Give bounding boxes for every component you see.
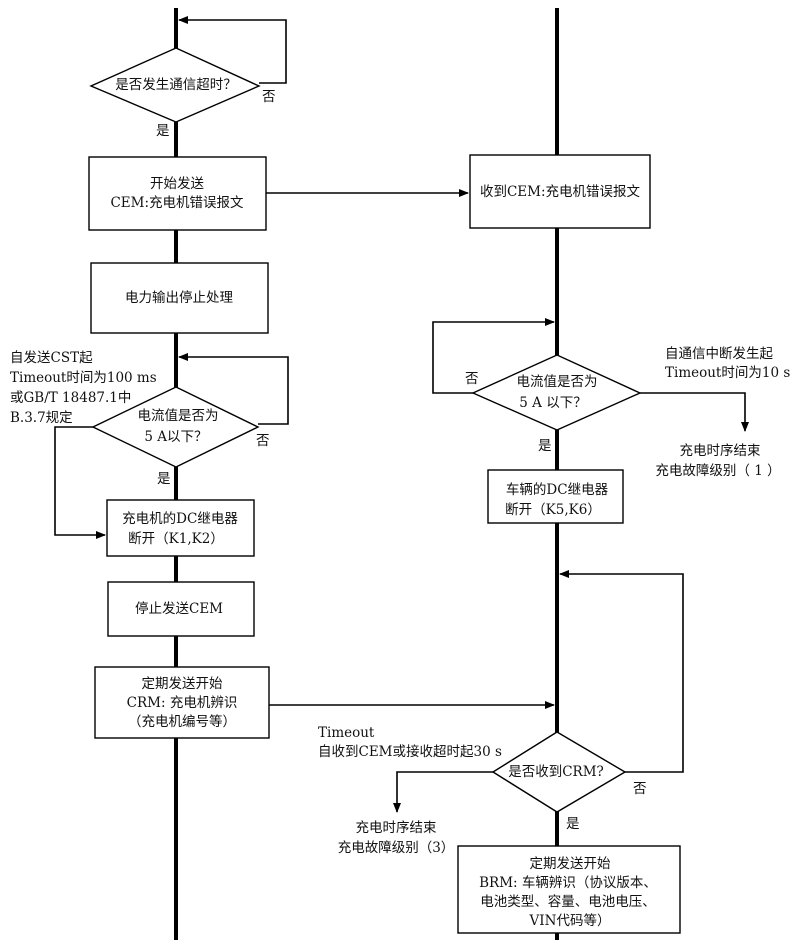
current-right-no-loop: [432, 318, 555, 394]
vehicle-relay-line1: 车辆的DC继电器: [505, 482, 609, 498]
timeout-bypass-arrow: [54, 426, 106, 539]
cst-note-line1: 自发送CST起: [10, 350, 93, 366]
end1-line2: 充电故障级别（ 1 ）: [655, 463, 781, 479]
brm-box: [457, 845, 681, 934]
end1-line1: 充电时序结束: [679, 443, 761, 459]
vehicle-relay-line2: 断开（K5,K6）: [505, 502, 601, 518]
decision-timeout-shape: [89, 47, 261, 123]
recv-cem-label: 收到CEM:充电机错误报文: [479, 184, 641, 200]
brm-line2: BRM: 车辆辨识（协议版本、: [479, 875, 657, 891]
send-cem-line2: CEM:充电机错误报文: [110, 195, 244, 211]
cst-note-line3: 或GB/T 18487.1中: [10, 390, 132, 406]
current-right-line2: 5 A 以下？: [519, 395, 587, 411]
charger-relay-box: [106, 499, 255, 557]
decision-timeout-label: 是否发生通信超时？: [115, 77, 237, 93]
recv-cem-box: [469, 154, 651, 229]
comm-note-line1: 自通信中断发生起: [665, 346, 773, 362]
timeout30-note-line1: Timeout: [318, 725, 375, 741]
power-stop-label: 电力输出停止处理: [125, 290, 233, 306]
crm-no-loop: [559, 570, 684, 773]
decision-current-right-shape: [471, 354, 642, 431]
current-right-no-label: 否: [465, 371, 479, 387]
stop-cem-label: 停止发送CEM: [134, 601, 224, 617]
crm-timeout-arrow: [393, 771, 493, 813]
current-left-no-loop: [178, 353, 289, 425]
send-cem-line1: 开始发送: [150, 176, 204, 192]
crm-box-line2: CRM: 充电机辨识: [126, 695, 238, 711]
timeout-no-label: 否: [262, 89, 276, 105]
current-left-line2: 5 A以下？: [144, 429, 208, 445]
end3-line1: 充电时序结束: [355, 820, 437, 836]
current-right-yes-label: 是: [538, 438, 552, 454]
decision-crm-shape: [491, 731, 627, 813]
cst-note-line2: Timeout时间为100 ms: [10, 370, 157, 386]
comm-note-line2: Timeout时间为10 s: [665, 365, 791, 381]
brm-line3: 电池类型、容量、电池电压、: [480, 894, 656, 910]
timeout-no-loop: [178, 16, 287, 84]
end3-line2: 充电故障级别（3）: [337, 840, 455, 856]
current-left-no-label: 否: [256, 433, 270, 449]
decision-crm-label: 是否收到CRM?: [508, 764, 604, 780]
comm-timeout-arrow: [640, 392, 749, 432]
charger-relay-line2: 断开（K1,K2）: [128, 531, 224, 547]
brm-line4: VIN代码等）: [529, 913, 611, 929]
crm-box-line1: 定期发送开始: [141, 676, 223, 692]
stop-cem-box: [107, 581, 255, 637]
power-stop-box: [90, 262, 269, 334]
timeout-yes-label: 是: [156, 123, 170, 139]
send-cem-box: [88, 156, 267, 231]
crm-box-line3: （充电机编号等）: [128, 714, 236, 730]
cst-note-line4: B.3.7规定: [10, 410, 73, 426]
decision-current-left-shape: [91, 386, 260, 468]
brm-line1: 定期发送开始: [529, 856, 611, 872]
crm-no-label: 否: [633, 781, 647, 797]
crm-yes-label: 是: [566, 816, 580, 832]
current-left-line1: 电流值是否为: [137, 408, 219, 424]
vehicle-relay-box: [487, 469, 624, 524]
timeout30-note-line2: 自收到CEM或接收超时起30 s: [318, 744, 502, 760]
current-right-line1: 电流值是否为: [516, 374, 598, 390]
crm-box: [94, 666, 270, 739]
charger-relay-line1: 充电机的DC继电器: [122, 511, 238, 527]
current-left-yes-label: 是: [157, 471, 171, 487]
